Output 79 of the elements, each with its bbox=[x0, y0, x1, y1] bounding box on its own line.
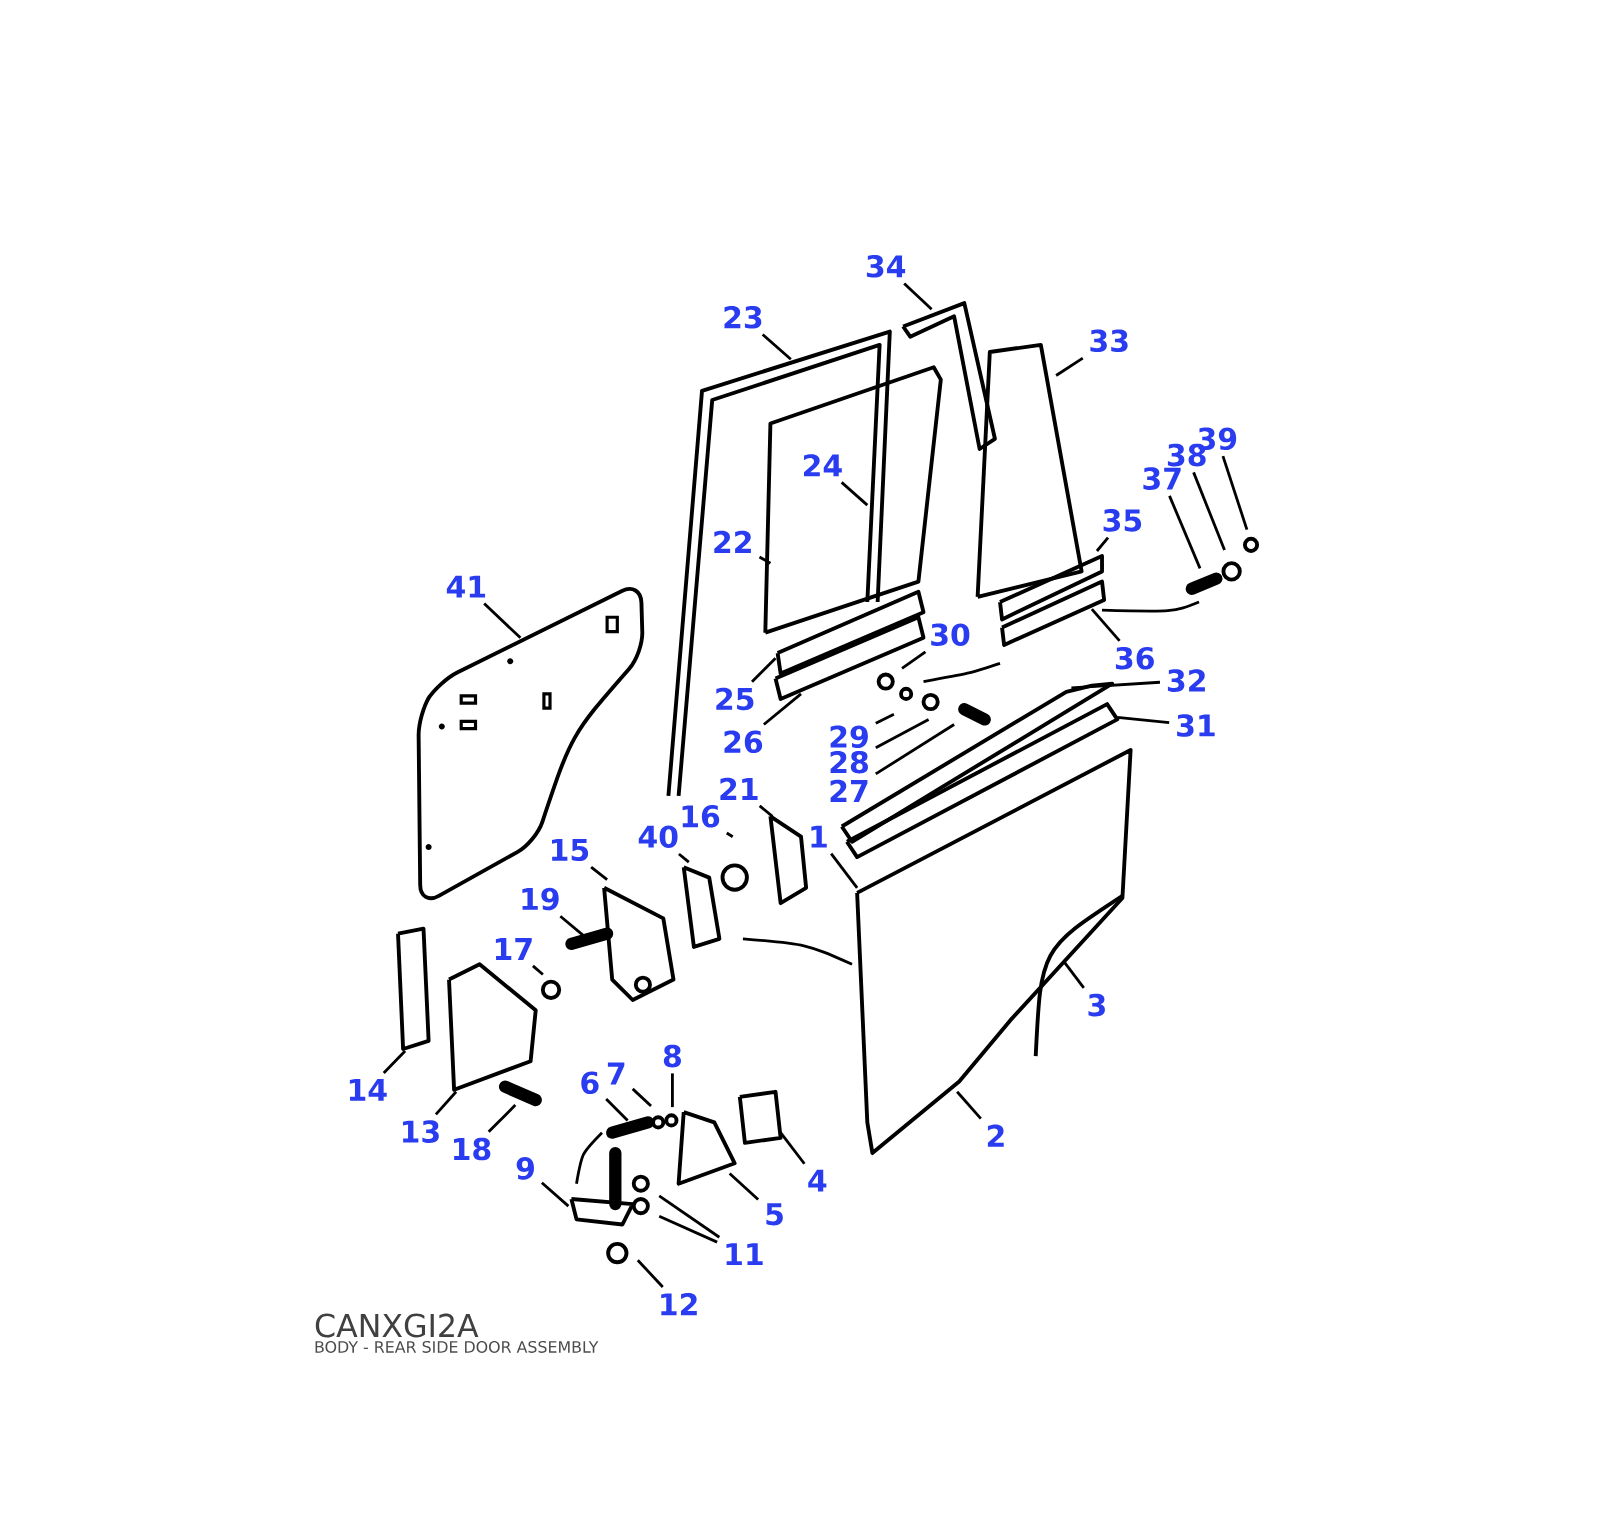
leader-line bbox=[540, 1181, 570, 1208]
leader-line bbox=[762, 692, 802, 726]
leader-line bbox=[1071, 680, 1161, 690]
callout-number: 21 bbox=[720, 777, 758, 800]
leader-line bbox=[875, 718, 930, 750]
callout-number: 12 bbox=[661, 1293, 697, 1316]
callout-number: 41 bbox=[446, 575, 486, 598]
callout-number: 28 bbox=[830, 750, 868, 774]
leader-line bbox=[751, 657, 777, 683]
leader-line bbox=[636, 1259, 664, 1288]
callout-number: 40 bbox=[638, 825, 678, 848]
leader-line bbox=[1095, 536, 1110, 552]
callout-number: 1 bbox=[811, 825, 827, 848]
leader-line bbox=[1192, 471, 1226, 551]
leader-line bbox=[901, 650, 927, 670]
leader-line bbox=[903, 282, 933, 311]
leader-line bbox=[1055, 356, 1084, 377]
callout-number: 17 bbox=[495, 938, 532, 960]
leader-line bbox=[487, 1104, 517, 1133]
callout-number: 34 bbox=[866, 255, 906, 278]
callout-number: 31 bbox=[1177, 714, 1215, 737]
callout-number: 30 bbox=[931, 623, 970, 646]
leader-line bbox=[875, 723, 955, 776]
callout-number: 18 bbox=[454, 1137, 491, 1161]
callout-number: 27 bbox=[830, 779, 868, 802]
callout-number: 19 bbox=[522, 887, 559, 911]
callout-number: 9 bbox=[516, 1157, 534, 1180]
callout-number: 33 bbox=[1090, 329, 1128, 353]
callout-number: 37 bbox=[1143, 467, 1181, 490]
leader-line bbox=[671, 1073, 674, 1108]
callout-number: 14 bbox=[349, 1078, 387, 1101]
caption-text: BODY - REAR SIDE DOOR ASSEMBLY bbox=[315, 1340, 599, 1353]
callout-number: 23 bbox=[724, 306, 762, 329]
callout-number: 13 bbox=[403, 1120, 439, 1143]
leader-line bbox=[559, 915, 586, 938]
callout-number: 25 bbox=[716, 687, 754, 711]
callout-number: 36 bbox=[1115, 646, 1154, 670]
leader-line bbox=[531, 964, 544, 976]
callout-number: 6 bbox=[581, 1071, 599, 1094]
leader-line bbox=[678, 852, 690, 864]
leader-line bbox=[875, 713, 895, 725]
callout-number: 32 bbox=[1167, 669, 1205, 692]
callout-number: 35 bbox=[1103, 509, 1142, 532]
leader-line bbox=[761, 333, 792, 361]
callout-number: 11 bbox=[726, 1243, 763, 1265]
leader-line bbox=[590, 865, 608, 881]
leader-line bbox=[830, 852, 859, 889]
leader-line bbox=[726, 831, 734, 838]
callout-number: 8 bbox=[663, 1044, 681, 1068]
leader-line bbox=[631, 1087, 652, 1108]
leader-line bbox=[1117, 715, 1170, 725]
leader-line bbox=[382, 1050, 407, 1074]
leader-line bbox=[758, 804, 774, 818]
leader-line bbox=[1221, 455, 1249, 531]
callout-number: 24 bbox=[804, 454, 842, 477]
leader-line bbox=[658, 1215, 718, 1244]
leader-line bbox=[956, 1090, 982, 1120]
callout-number: 2 bbox=[987, 1124, 1004, 1147]
leader-line bbox=[1063, 961, 1085, 989]
callout-number: 16 bbox=[682, 805, 720, 828]
callout-number: 4 bbox=[808, 1169, 827, 1192]
leader-line bbox=[779, 1131, 806, 1165]
leader-line bbox=[758, 555, 772, 565]
leader-line bbox=[840, 481, 869, 507]
drawing-code: CANXGI2A bbox=[315, 1313, 479, 1338]
callout-number: 15 bbox=[552, 838, 589, 862]
leader-line bbox=[605, 1098, 629, 1122]
callout-number: 29 bbox=[830, 725, 868, 748]
callout-number: 3 bbox=[1088, 993, 1105, 1017]
callout-number: 7 bbox=[607, 1062, 625, 1085]
leader-line bbox=[434, 1090, 458, 1116]
callout-number: 5 bbox=[766, 1203, 783, 1226]
leader-line bbox=[1168, 495, 1202, 569]
callout-number: 26 bbox=[724, 730, 763, 754]
leader-line bbox=[1090, 608, 1121, 642]
leader-line bbox=[728, 1172, 760, 1201]
callout-number: 22 bbox=[714, 530, 751, 553]
leader-line bbox=[483, 602, 522, 639]
leader-line bbox=[658, 1194, 721, 1239]
